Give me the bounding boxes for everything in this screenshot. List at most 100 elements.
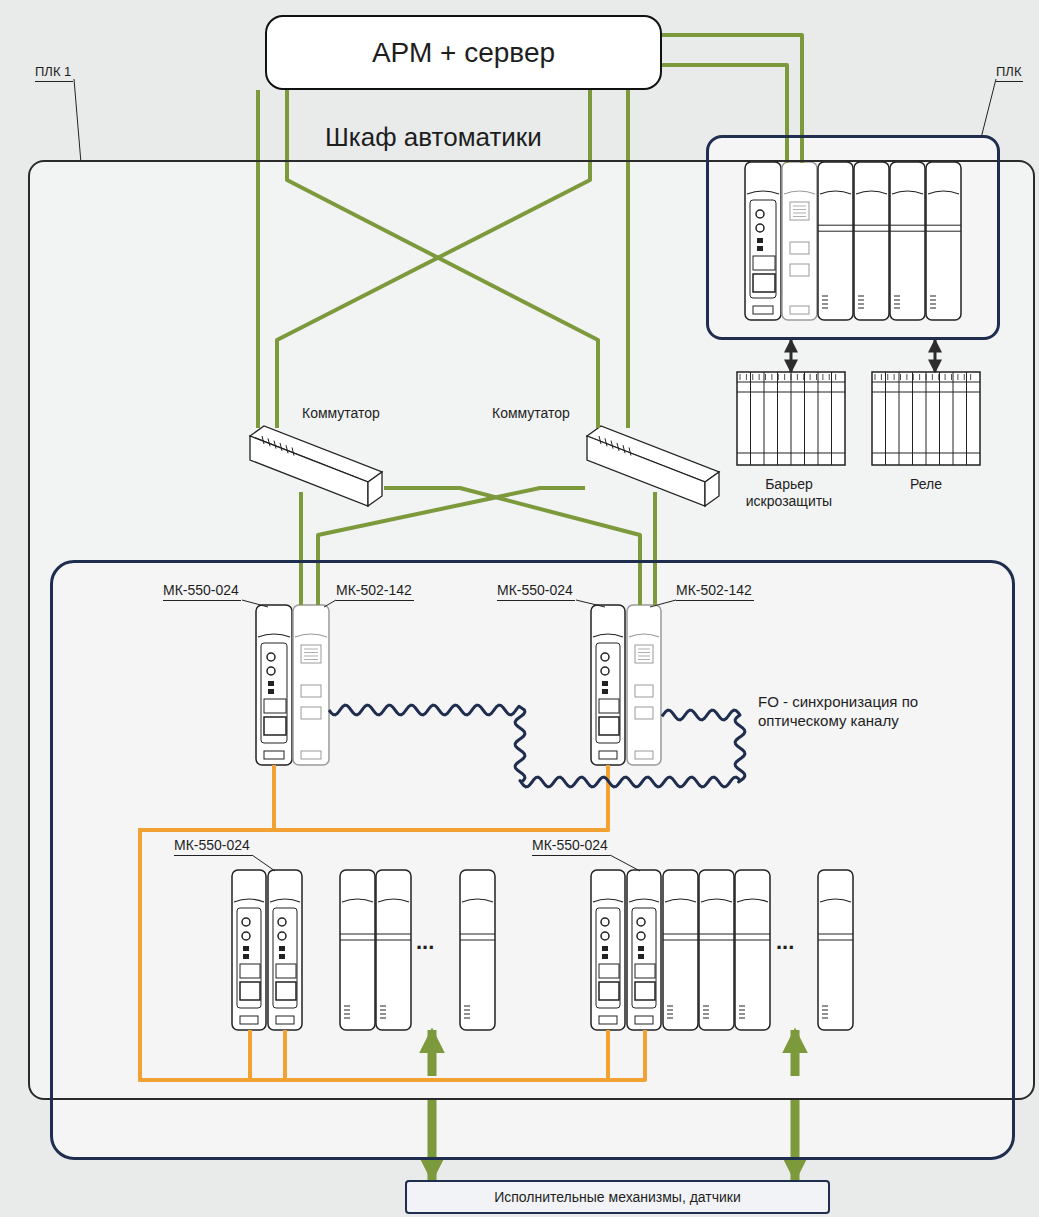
drawing-stroke <box>376 870 411 1030</box>
drawing-stroke <box>293 605 329 765</box>
drawing-stroke <box>701 899 732 902</box>
drawing-stroke <box>887 374 888 380</box>
drawing-stroke <box>939 372 940 465</box>
drawing-stroke <box>818 372 819 465</box>
callout-label: ПЛК <box>996 64 1023 82</box>
drawing-stroke <box>854 225 889 226</box>
drawing-stroke <box>663 870 698 1030</box>
drawing-stroke <box>264 699 286 713</box>
drawing-stroke <box>256 605 292 765</box>
drawing-stroke <box>747 191 779 194</box>
drawing-stroke <box>810 374 811 380</box>
drawing-stroke <box>926 374 927 380</box>
barrier-block: Барьер искрозащиты <box>737 372 845 465</box>
drawing-stroke <box>790 202 809 220</box>
drawing-stroke <box>739 1014 745 1015</box>
drawing-stroke <box>881 374 882 380</box>
drawing-stroke <box>894 374 895 380</box>
drawing-stroke <box>276 964 296 978</box>
node-label: АРМ + сервер <box>362 36 565 70</box>
drawing-stroke <box>913 374 914 380</box>
drawing-stroke <box>771 374 772 380</box>
note-label: FO - синхронизация по оптическому каналу <box>758 693 990 731</box>
drawing-stroke <box>777 372 778 465</box>
drawing-stroke <box>892 191 923 194</box>
drawing-stroke <box>835 374 836 380</box>
drawing-stroke <box>667 1018 673 1019</box>
drawing-stroke <box>344 1010 350 1011</box>
drawing-stroke <box>753 274 775 292</box>
drawing-stroke <box>629 634 659 637</box>
drawing-stroke <box>342 899 373 902</box>
drawing-stroke <box>739 1010 745 1011</box>
drawing-stroke <box>270 899 300 902</box>
cpu-module-drawing <box>591 605 625 765</box>
drawing-stroke <box>262 436 264 444</box>
drawing-stroke <box>858 296 864 297</box>
drawing-stroke <box>376 934 411 935</box>
node-label: Шкаф автоматики <box>325 122 542 153</box>
drawing-stroke <box>822 1014 828 1015</box>
drawing-stroke <box>822 296 828 297</box>
drawing-stroke <box>250 436 368 506</box>
bus-line <box>140 765 608 1080</box>
drawing-stroke <box>304 652 318 653</box>
node-label: Коммутатор <box>492 405 570 422</box>
drawing-stroke <box>242 932 250 940</box>
drawing-stroke <box>784 374 785 380</box>
drawing-stroke <box>635 964 655 978</box>
drawing-stroke <box>278 932 286 940</box>
node-label: Коммутатор <box>302 405 380 422</box>
drawing-stroke <box>295 634 327 637</box>
drawing-stroke <box>599 717 619 735</box>
drawing-stroke <box>601 932 609 940</box>
drawing-stroke <box>344 1014 350 1015</box>
leader-line <box>324 600 336 607</box>
drawing-stroke <box>627 870 661 1030</box>
drawing-stroke <box>753 256 775 270</box>
drawing-stroke <box>782 162 817 320</box>
io-module-drawing <box>735 870 770 1030</box>
drawing-stroke <box>276 1016 294 1024</box>
drawing-stroke <box>926 372 927 465</box>
terminal-block-drawing <box>872 372 980 465</box>
drawing-stroke <box>820 191 851 194</box>
drawing-stroke <box>778 374 779 380</box>
drawing-stroke <box>938 374 939 380</box>
drawing-stroke <box>926 225 961 226</box>
drawing-stroke <box>599 982 619 1000</box>
drawing-stroke <box>894 300 900 301</box>
leader-line <box>610 855 640 871</box>
leader-line <box>576 600 605 607</box>
drawing-stroke <box>617 443 619 451</box>
drawing-stroke <box>894 304 900 305</box>
drawing-stroke <box>667 1014 673 1015</box>
drawing-stroke <box>663 934 698 935</box>
drawing-stroke <box>932 374 933 380</box>
cabinet-box: Шкаф автоматикиПЛКБарьер искрозащитыРеле… <box>28 160 1035 1100</box>
drawing-stroke <box>304 659 318 660</box>
io-module-drawing <box>340 870 375 1030</box>
drawing-stroke <box>703 1014 709 1015</box>
drawing-stroke <box>602 954 608 959</box>
field-devices-box: Исполнительные механизмы, датчики <box>405 1180 830 1214</box>
drawing-stroke <box>638 649 650 650</box>
drawing-stroke <box>890 162 925 320</box>
io-module-drawing <box>699 870 734 1030</box>
connector <box>277 90 590 428</box>
drawing-stroke <box>930 300 936 301</box>
drawing-stroke <box>462 899 493 902</box>
drawing-stroke <box>791 374 792 380</box>
io-module-drawing <box>854 162 889 320</box>
node-label: Исполнительные механизмы, датчики <box>484 1189 751 1206</box>
drawing-stroke <box>638 954 644 959</box>
drawing-stroke <box>280 443 282 451</box>
connector <box>384 488 640 605</box>
drawing-stroke <box>793 216 806 217</box>
drawing-stroke <box>279 954 285 959</box>
drawing-stroke <box>899 372 900 465</box>
comm-module-drawing <box>627 605 661 765</box>
drawing-stroke <box>268 870 302 1030</box>
